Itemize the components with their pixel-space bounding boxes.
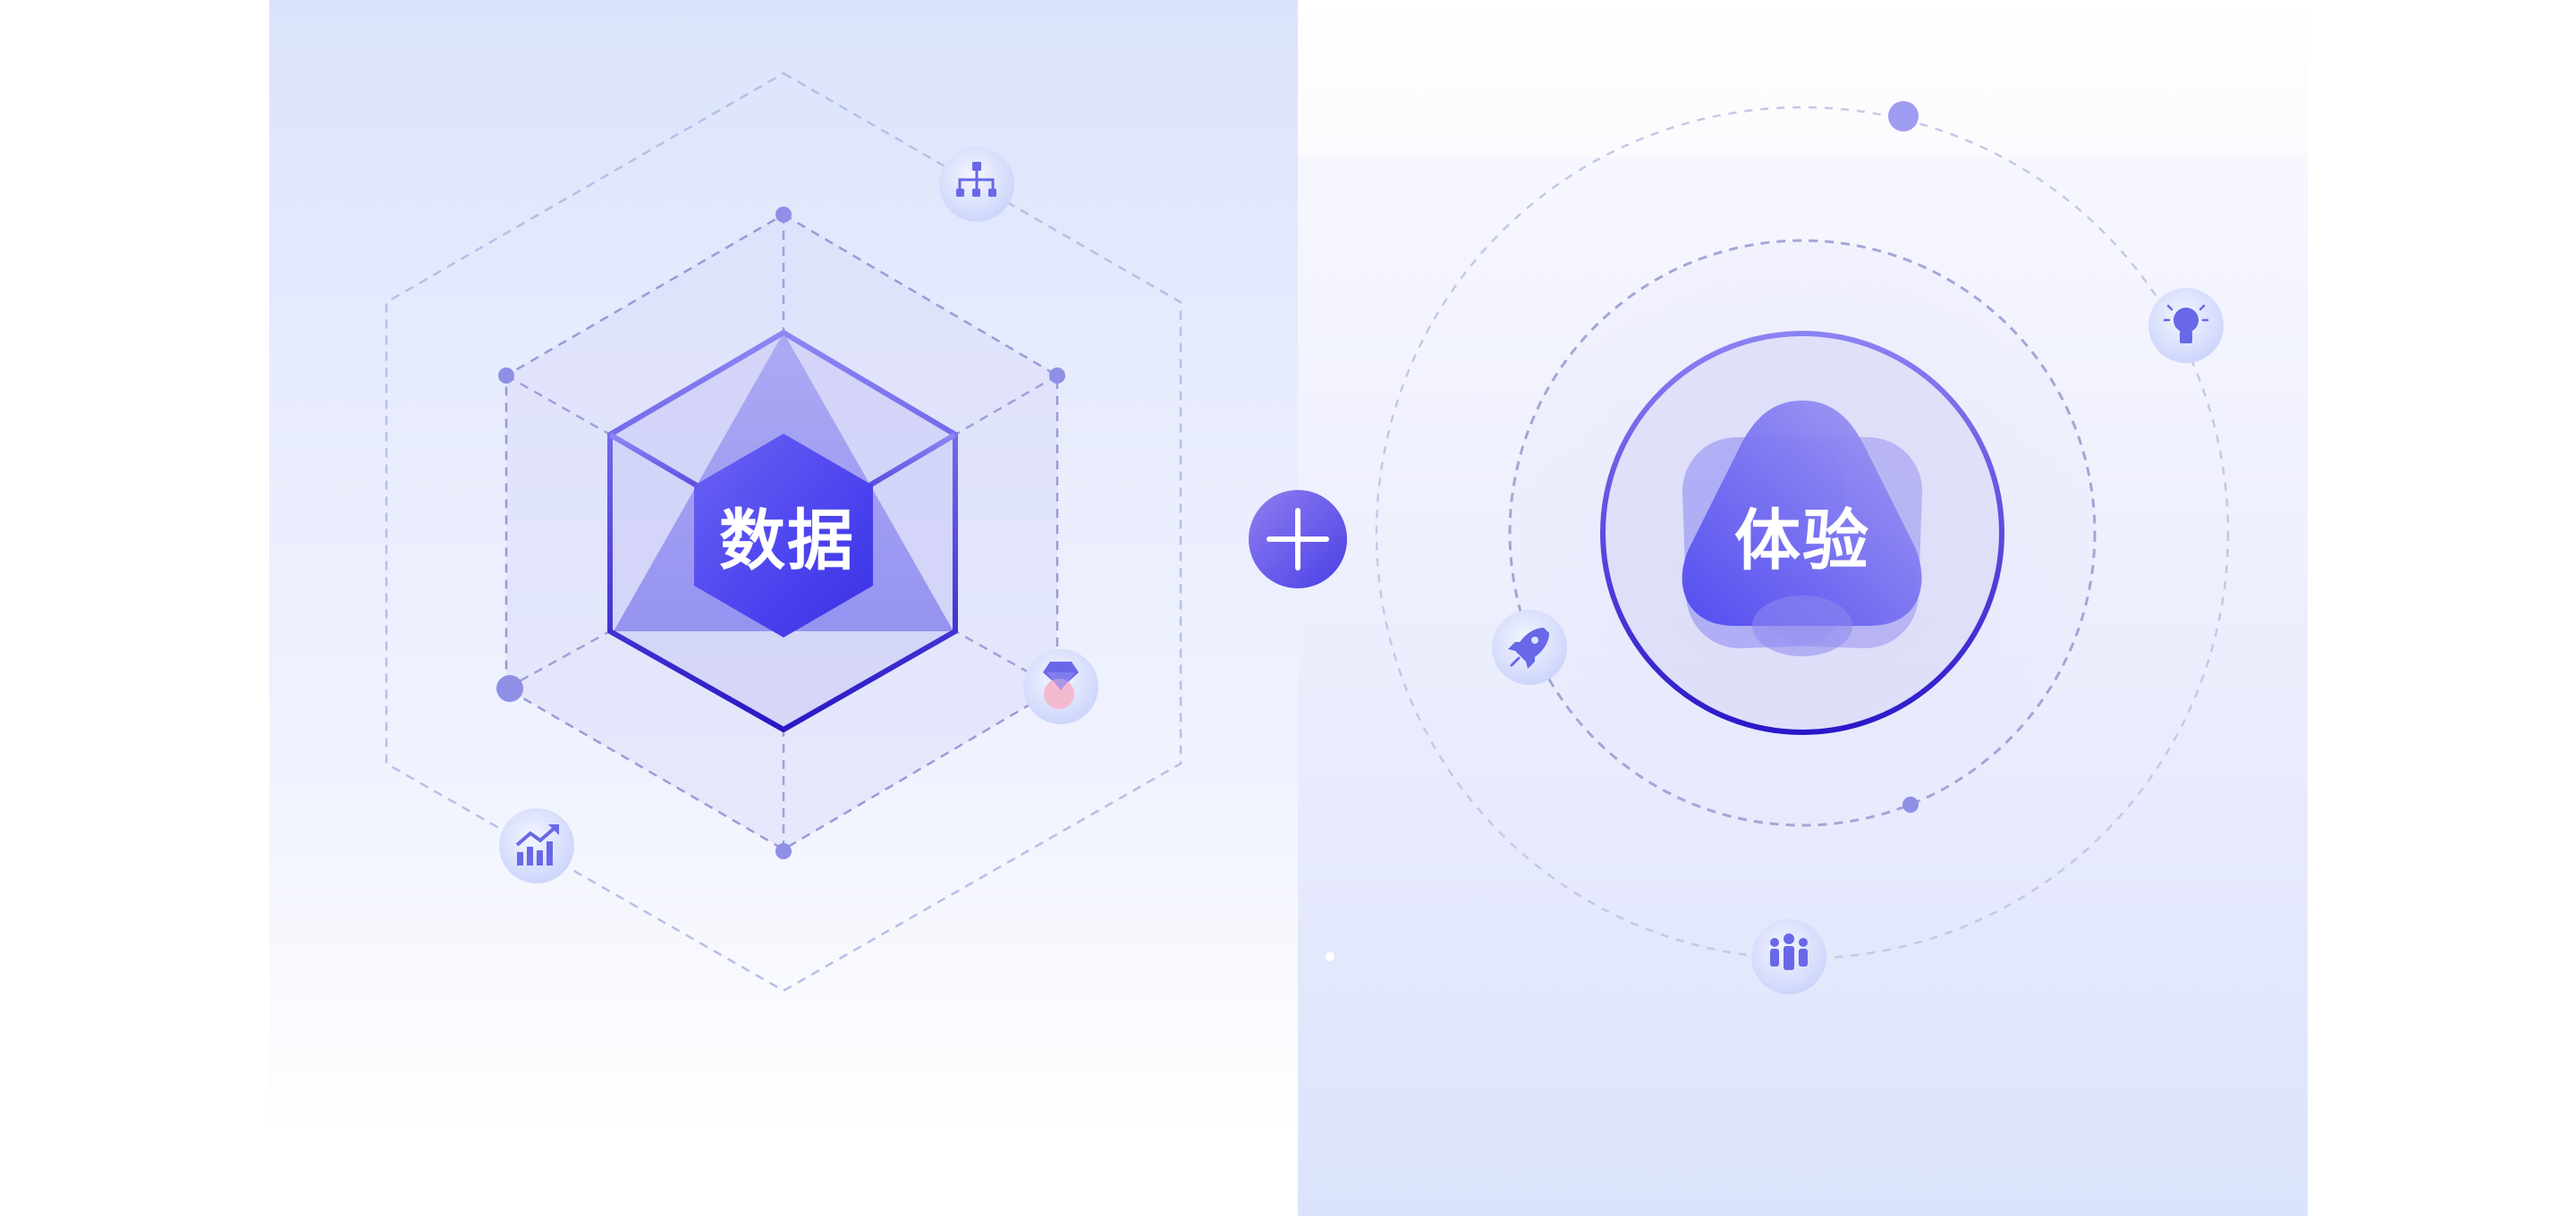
data-hexagon-diagram <box>385 72 1182 992</box>
experience-panel-top-fade <box>1298 0 2308 156</box>
bar-chart-growth-icon <box>499 808 574 883</box>
hierarchy-icon <box>939 147 1014 222</box>
gem-icon <box>1023 649 1098 724</box>
plus-icon <box>1249 490 1347 588</box>
rocket-icon <box>1492 610 1567 685</box>
team-icon <box>1751 919 1826 994</box>
experience-label: 体验 <box>1734 502 1870 579</box>
lightbulb-icon <box>2148 288 2224 363</box>
experience-orbit-diagram <box>1375 101 2230 960</box>
data-label: 数据 <box>719 502 855 579</box>
